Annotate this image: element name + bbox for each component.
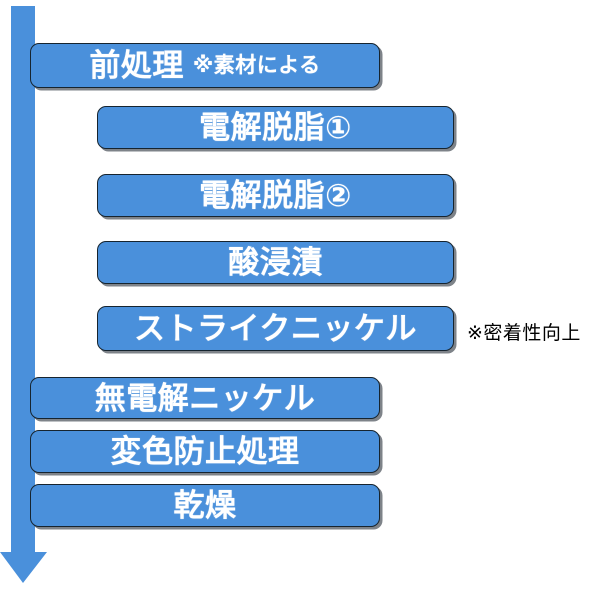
process-step-label: 乾燥 [173,488,237,523]
process-step-electrolytic-degreasing-1[interactable]: 電解脱脂① [97,106,454,149]
process-step-label: 無電解ニッケル [94,380,316,416]
process-step-label: 変色防止処理 [110,434,300,469]
process-step-anti-discoloration[interactable]: 変色防止処理 [30,430,380,473]
process-step-electrolytic-degreasing-2[interactable]: 電解脱脂② [97,174,454,217]
process-step-label: 電解脱脂② [199,178,352,213]
process-step-sublabel: ※素材による [192,54,321,77]
process-step-drying[interactable]: 乾燥 [30,484,380,527]
process-step-pretreatment[interactable]: 前処理 ※素材による [30,43,380,88]
process-note-adhesion-note: ※密着性向上 [467,323,581,344]
process-step-label: 電解脱脂① [199,110,352,145]
process-step-label: ストライクニッケル [134,311,417,346]
process-step-label: 酸浸漬 [228,245,323,280]
process-step-strike-nickel[interactable]: ストライクニッケル [97,306,454,351]
process-arrow-shaft [11,6,35,554]
process-arrow-head [0,552,47,583]
process-step-electroless-nickel[interactable]: 無電解ニッケル [30,377,380,419]
process-step-label: 前処理 [89,48,184,83]
process-step-acid-pickling[interactable]: 酸浸漬 [97,241,454,284]
